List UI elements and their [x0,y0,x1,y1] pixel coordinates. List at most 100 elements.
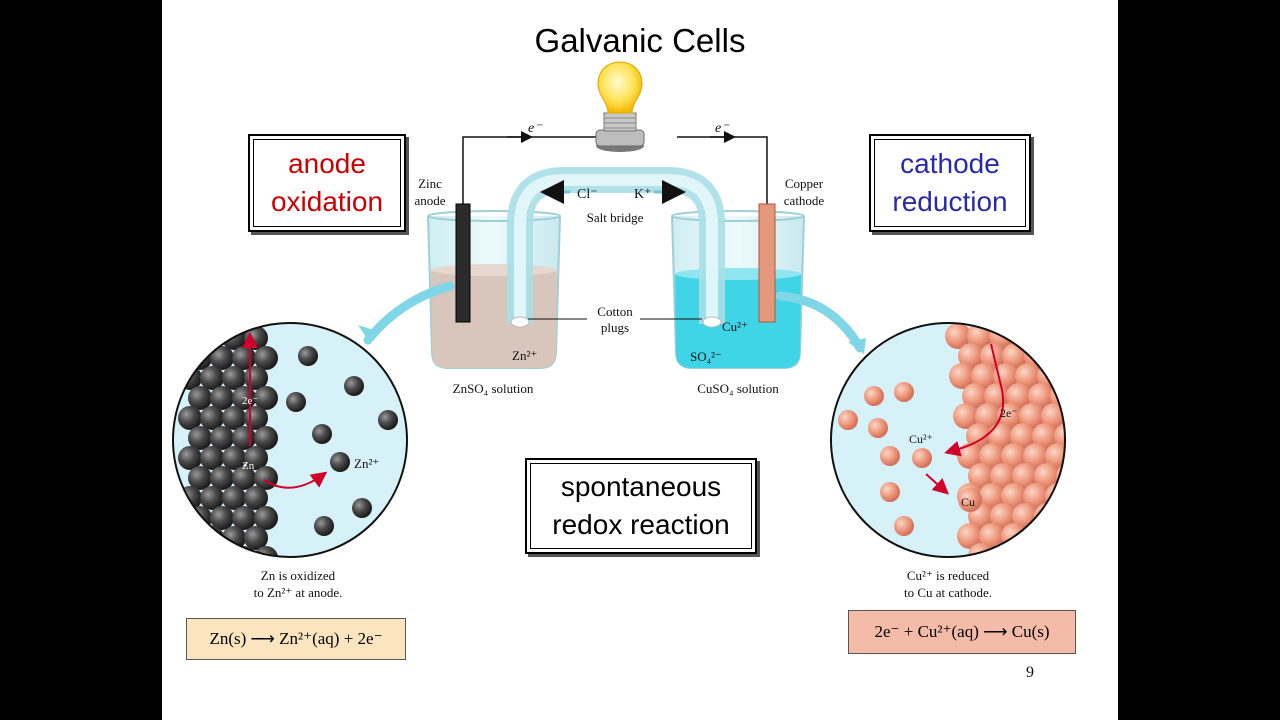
zinc-electrode [455,203,471,323]
copper-atom [953,403,979,429]
zinc-atom [222,446,246,470]
right-beaker [671,210,805,369]
sulfate-ion-label: SO₄²⁻ [690,349,722,364]
zinc-atom [254,346,278,370]
right-zoom-cu-ion-label: Cu²⁺ [909,432,933,446]
copper-atom [1034,463,1060,489]
left-caption-line1: Zn is oxidized [261,568,336,583]
left-zoom-zn-ion-label: Zn²⁺ [354,456,379,471]
oxidation-label: oxidation [270,186,384,217]
copper-atom [1010,423,1036,449]
cu-ion-label: Cu²⁺ [722,319,748,334]
copper-atom [1012,543,1038,557]
zinc-atom [178,526,202,550]
copper-atom [979,483,1005,509]
copper-atom [1033,323,1059,349]
copper-atom [990,463,1016,489]
zoom-arrow-right [775,291,865,353]
zinc-atom [210,546,234,557]
zinc-atom [244,526,268,550]
copper-atom [988,423,1014,449]
wire-left [462,136,602,204]
copper-electrode [758,203,776,323]
copper-atom [966,423,992,449]
zinc-atom [254,506,278,530]
zinc-atom [210,506,234,530]
zinc-ion-sphere [298,346,318,366]
copper-atom [971,363,997,389]
zinc-atom [178,326,202,350]
copper-atom [968,463,994,489]
zinc-atom [232,546,256,557]
left-caption-line2: to Zn²⁺ at anode. [254,585,343,600]
zinc-atom [254,426,278,450]
zinc-atom [200,486,224,510]
copper-ion-sphere [880,446,900,466]
copper-atom [968,543,994,557]
cathode-zoom-circle: 2e⁻ Cu²⁺ Cu [830,322,1066,558]
zinc-atom [244,446,268,470]
reduction-label: reduction [892,186,1008,217]
cotton-label-line1: Cotton [597,304,633,319]
zinc-atom [254,546,278,557]
copper-atom [1028,383,1054,409]
copper-atom [945,323,971,349]
cuso4-solution-label: CuSO₄ solution [697,381,779,396]
zinc-atom [222,406,246,430]
redox-reaction-label: redox reaction [552,509,730,540]
left-zoom-2e-label: 2e⁻ [242,395,258,407]
anode-label: anode [288,148,366,179]
zinc-atom [188,386,212,410]
copper-atom [1056,543,1065,557]
copper-atom [1032,423,1058,449]
cotton-label-line2: plugs [601,320,629,335]
light-bulb-icon [595,61,645,152]
cathode-equation: 2e⁻ + Cu²⁺(aq) ⟶ Cu(s) [848,610,1076,654]
copper-ion-sphere [838,410,858,430]
copper-atom [1054,423,1065,449]
zinc-ion-sphere [352,498,372,518]
copper-atom [990,503,1016,529]
zinc-ion-sphere [344,376,364,396]
zinc-atom [200,446,224,470]
zinc-atom [188,506,212,530]
copper-atom [975,403,1001,429]
copper-atom [979,443,1005,469]
zinc-ion-sphere [314,516,334,536]
zinc-atom [232,466,256,490]
zinc-atom [210,426,234,450]
zinc-atom [210,346,234,370]
zinc-atom [200,526,224,550]
electron-label-left: e⁻ [528,121,543,136]
copper-atom [1046,343,1065,369]
copper-atom [962,383,988,409]
copper-atom [1015,363,1041,389]
copper-ion-sphere [868,418,888,438]
zinc-atom [188,466,212,490]
copper-ion-sphere [894,382,914,402]
zinc-atom [244,486,268,510]
salt-bridge-label: Salt bridge [587,210,644,225]
zinc-atom [210,466,234,490]
galvanic-cell-diagram: e⁻ e⁻ Cl⁻ K⁺ Sa [172,61,1066,600]
zinc-ion-sphere [378,410,398,430]
copper-ion-sphere [880,482,900,502]
zinc-atom [210,386,234,410]
copper-atom [1045,483,1065,509]
znso4-solution-label: ZnSO₄ solution [453,381,534,396]
zoom-arrow-left [363,281,455,345]
cathode-reduction-box: cathode reduction [869,134,1031,232]
zinc-atom [232,506,256,530]
zn-ion-label: Zn²⁺ [512,348,537,363]
copper-atom [1001,483,1027,509]
chloride-ion-label: Cl⁻ [577,187,598,202]
copper-atom [957,523,983,549]
potassium-ion-label: K⁺ [634,187,652,202]
copper-atom [1006,383,1032,409]
zinc-atom [254,386,278,410]
electron-label-right: e⁻ [715,121,730,136]
copper-ion-sphere [894,516,914,536]
zinc-atom [222,366,246,390]
copper-label-line1: Copper [785,176,824,191]
copper-ion-sphere [912,448,932,468]
